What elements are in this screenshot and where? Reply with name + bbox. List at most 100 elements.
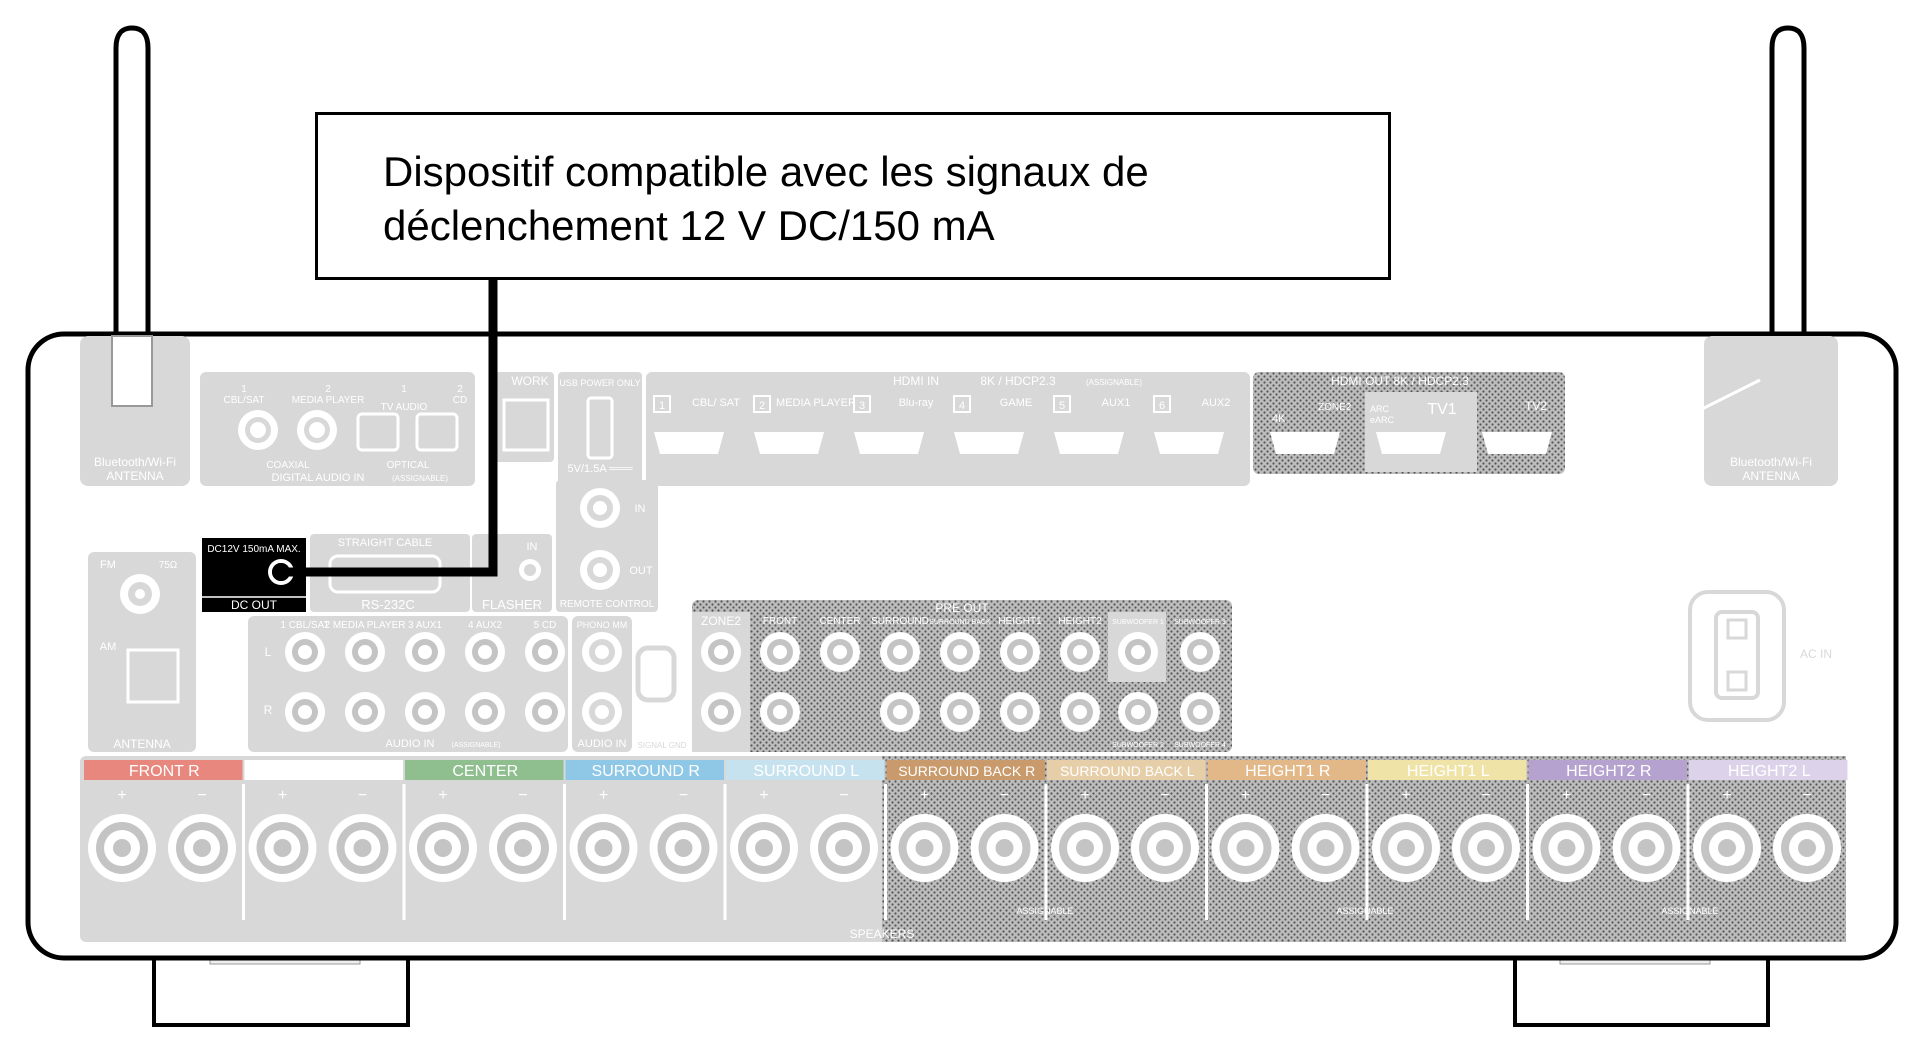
plus-sign: + xyxy=(1241,787,1250,804)
left-antenna xyxy=(113,25,151,340)
subwoofer-jack xyxy=(1180,632,1220,672)
flasher-in-label: IN xyxy=(527,541,538,553)
pre-out-channel-label: HEIGHT1 xyxy=(998,616,1042,627)
phono-mm-label: PHONO MM xyxy=(577,620,628,630)
audio-in-jack-l xyxy=(465,632,505,672)
hdmi-in-spec: 8K / HDCP2.3 xyxy=(980,374,1056,388)
hdmi-in-port-number-box xyxy=(953,395,971,413)
audio-in-jack-r xyxy=(465,692,505,732)
speaker-assignable-label: ASSIGNABLE xyxy=(1336,906,1393,916)
rs232c-label: RS-232C xyxy=(361,597,414,612)
right-foot xyxy=(1513,953,1770,1027)
optical-label: OPTICAL xyxy=(387,460,430,471)
audio-in-input-label: 1 CBL/SAT xyxy=(280,620,329,631)
digital-in-4-name: CD xyxy=(453,395,467,406)
speaker-group-color-strip xyxy=(886,760,1045,780)
hdmi-in-port xyxy=(754,432,824,454)
antenna-label-left-line1: Bluetooth/Wi-Fi xyxy=(94,455,176,469)
left-antenna-mount: Bluetooth/Wi-Fi ANTENNA xyxy=(80,335,190,486)
audio-in-jack-l xyxy=(345,632,385,672)
speaker-terminal-group: CENTER+− xyxy=(405,760,566,920)
minus-sign: − xyxy=(1802,787,1811,804)
hdmi-in-port-number: 1 xyxy=(659,400,665,412)
callout-line-2: déclenchement 12 V DC/150 mA xyxy=(383,202,995,249)
hdmi-in-port-name: GAME xyxy=(1000,397,1032,409)
speaker-group-color-strip xyxy=(565,760,724,780)
speaker-group-color-strip xyxy=(1207,760,1366,780)
right-antenna-mount: Bluetooth/Wi-Fi ANTENNA xyxy=(1699,336,1838,486)
plus-sign: + xyxy=(1562,787,1571,804)
hdmi-in-title: HDMI IN xyxy=(893,374,939,388)
left-foot xyxy=(152,953,410,1027)
usb-panel: USB POWER ONLY 5V/1.5A ═══ xyxy=(558,372,642,486)
pre-out-zone2-jack-l xyxy=(701,632,741,672)
minus-sign: − xyxy=(518,787,527,804)
plus-sign: + xyxy=(117,787,126,804)
flasher-label: FLASHER xyxy=(482,597,542,612)
hdmi-in-port-name: CBL/ SAT xyxy=(692,397,740,409)
speaker-group-color-strip xyxy=(1689,760,1848,780)
speaker-group-color-strip xyxy=(1528,760,1687,780)
digital-in-1-num: 1 xyxy=(241,384,247,395)
speaker-terminal-group: HEIGHT1 L+− xyxy=(1368,760,1529,920)
audio-in-input-label: 3 AUX1 xyxy=(408,620,442,631)
speaker-group-label: HEIGHT1 R xyxy=(1245,763,1330,780)
antenna-label-right-line1: Bluetooth/Wi-Fi xyxy=(1730,455,1812,469)
dc-out-label: DC OUT xyxy=(231,598,278,612)
subwoofer-jack xyxy=(1180,692,1220,732)
hdmi-out-earc-label: eARC xyxy=(1370,415,1395,425)
audio-in-input-label: 4 AUX2 xyxy=(468,620,502,631)
plus-sign: + xyxy=(1401,787,1410,804)
antenna-label-right-line2: ANTENNA xyxy=(1742,469,1799,483)
pre-out-jack xyxy=(760,632,800,672)
hdmi-in-port-number: 6 xyxy=(1159,400,1165,412)
digital-in-2-name: MEDIA PLAYER xyxy=(292,395,365,406)
hdmi-in-port-name: Blu-ray xyxy=(899,397,934,409)
speaker-group-color-strip xyxy=(84,760,243,780)
speaker-group-label: SURROUND R xyxy=(592,763,700,780)
pre-out-jack xyxy=(1060,632,1100,672)
speaker-terminal-group: SURROUND BACK R+− xyxy=(886,760,1048,920)
pre-out-zone2-jack-r xyxy=(701,692,741,732)
audio-in-jack-l xyxy=(525,632,565,672)
speaker-group-color-strip xyxy=(1368,760,1527,780)
hdmi-in-port xyxy=(1154,432,1224,454)
audio-in-r-label: R xyxy=(264,703,273,717)
audio-in-jack-r xyxy=(345,692,385,732)
hdmi-in-port xyxy=(854,432,924,454)
digital-in-4-num: 2 xyxy=(457,384,463,395)
speaker-terminal-group: HEIGHT2 L+− xyxy=(1689,760,1848,882)
digital-audio-in-title: DIGITAL AUDIO IN xyxy=(272,472,365,484)
signal-gnd-label: SIGNAL GND xyxy=(637,741,686,750)
minus-sign: − xyxy=(1160,787,1169,804)
speaker-terminal-group: SURROUND BACK L+− xyxy=(1047,760,1208,920)
audio-in-l-label: L xyxy=(265,645,272,659)
hdmi-in-port-number-box xyxy=(653,395,671,413)
digital-audio-in-assignable: (ASSIGNABLE) xyxy=(392,474,448,483)
hdmi-in-port-number: 5 xyxy=(1059,400,1065,412)
hdmi-in-assignable: (ASSIGNABLE) xyxy=(1086,378,1142,387)
audio-in-jack-r xyxy=(405,692,445,732)
speaker-group-label: SURROUND L xyxy=(753,763,859,780)
audio-in-assignable: (ASSIGNABLE) xyxy=(451,742,500,749)
fm-am-antenna-label: ANTENNA xyxy=(113,737,170,751)
speaker-terminal-group: FRONT R+− xyxy=(84,760,245,920)
pre-out-channel-label: FRONT xyxy=(763,616,797,627)
hdmi-in-port-number-box xyxy=(853,395,871,413)
speaker-terminal-group: SURROUND R+− xyxy=(565,760,727,920)
pre-out-jack xyxy=(940,632,980,672)
pre-out-jack xyxy=(880,692,920,732)
pre-out-jack xyxy=(940,692,980,732)
minus-sign: − xyxy=(1000,787,1009,804)
hdmi-in-port-number-box xyxy=(1053,395,1071,413)
hdmi-in-port xyxy=(954,432,1024,454)
hdmi-in-port-number: 2 xyxy=(759,400,765,412)
speaker-terminal-group: FRONT L+− xyxy=(244,760,406,920)
audio-in-jack-r xyxy=(525,692,565,732)
